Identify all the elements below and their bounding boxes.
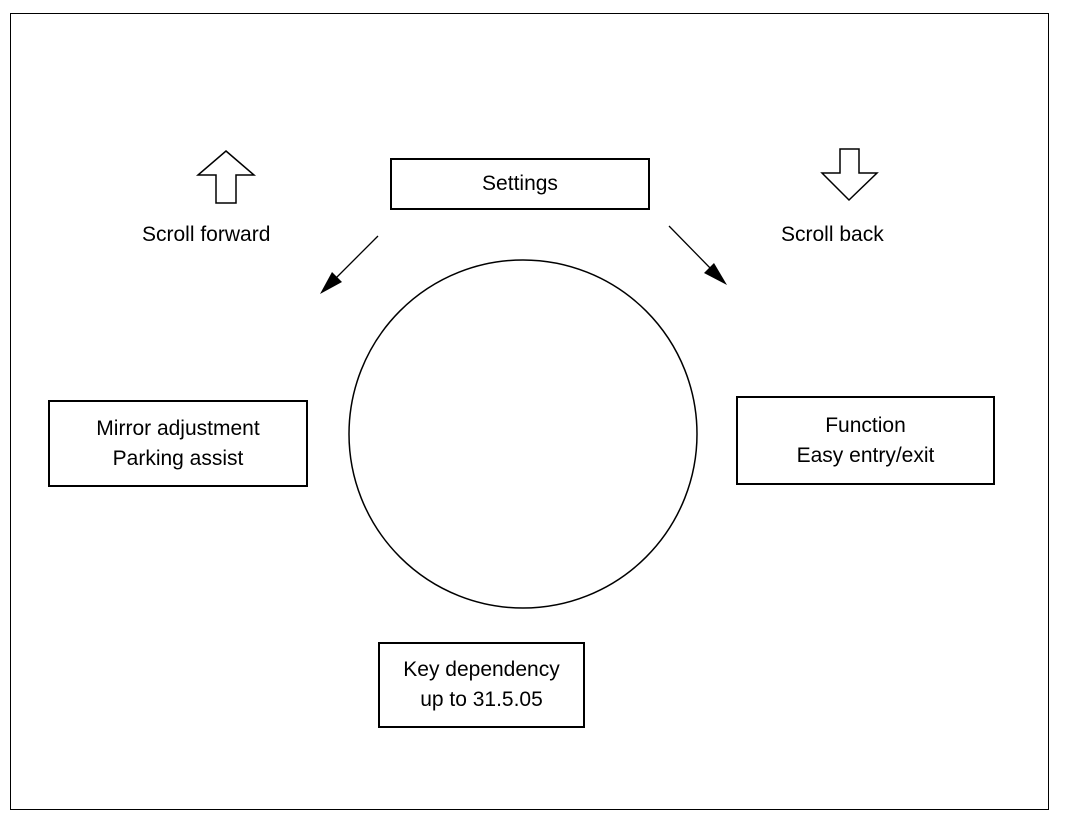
mirror-parking-box: Mirror adjustment Parking assist [48, 400, 308, 487]
down-arrow-icon [820, 148, 879, 202]
function-entry-box: Function Easy entry/exit [736, 396, 995, 485]
scroll-back-label: Scroll back [781, 223, 884, 246]
back-direction-arrow [668, 225, 727, 285]
easy-entry-exit-label: Easy entry/exit [796, 443, 935, 467]
up-arrow-icon [195, 150, 257, 204]
function-label: Function [825, 413, 906, 437]
date-label: up to 31.5.05 [420, 688, 543, 711]
settings-box: Settings [390, 158, 650, 210]
mirror-adjustment-label: Mirror adjustment [96, 416, 260, 440]
key-dependency-box: Key dependency up to 31.5.05 [378, 642, 585, 728]
key-dependency-label: Key dependency [403, 658, 560, 681]
diagram-frame [10, 13, 1049, 810]
parking-assist-label: Parking assist [112, 446, 244, 470]
forward-direction-arrow [320, 235, 379, 294]
cycle-circle [348, 259, 698, 609]
scroll-forward-label: Scroll forward [142, 223, 271, 246]
settings-label: Settings [482, 172, 558, 195]
